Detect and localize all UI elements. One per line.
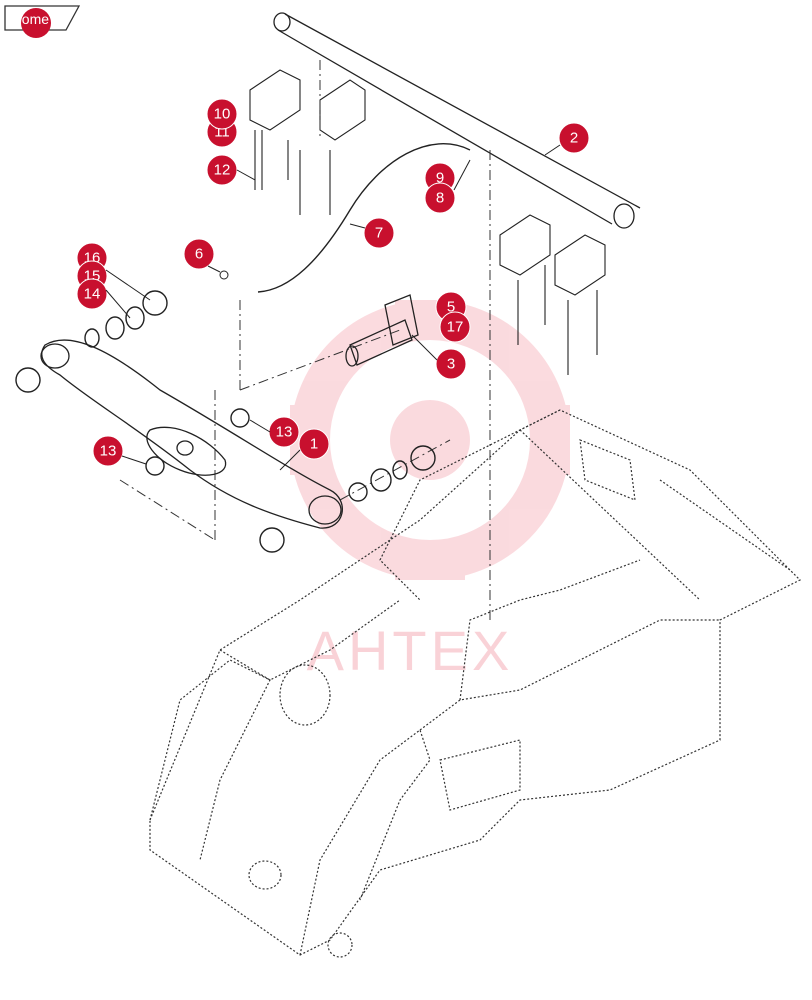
- callout-6[interactable]: 6: [183, 238, 215, 270]
- callout-label: 7: [375, 225, 383, 242]
- assembly-axis-lines: [119, 60, 491, 620]
- grease-nipple: [219, 270, 229, 280]
- callout-label: 13: [276, 424, 293, 441]
- tractor-frame: [149, 409, 802, 958]
- callout-7[interactable]: 7: [363, 217, 395, 249]
- callout-label: 10: [214, 106, 231, 123]
- callout-1[interactable]: 1: [298, 428, 330, 460]
- clamp-blocks: [249, 69, 606, 375]
- callout-label: 8: [436, 190, 444, 207]
- home-button[interactable]: home: [4, 5, 80, 38]
- lift-arm-part: [40, 339, 343, 529]
- callout-3[interactable]: 3: [435, 348, 467, 380]
- callout-label: 13: [100, 443, 117, 460]
- callout-label: 17: [447, 319, 464, 336]
- control-cable: [257, 143, 471, 293]
- callout-label: 6: [195, 246, 203, 263]
- callout-label: 14: [84, 286, 101, 303]
- callout-label: 3: [447, 356, 455, 373]
- home-dot: [21, 8, 51, 38]
- pivot-pin-part: [345, 294, 419, 367]
- callout-14[interactable]: 14: [76, 278, 108, 310]
- callout-13-upper[interactable]: 13: [268, 416, 300, 448]
- callout-label: 9: [436, 170, 444, 187]
- callout-leaders: [105, 144, 561, 471]
- seal-rings: [15, 290, 436, 553]
- watermark-text: AHTEX: [307, 619, 514, 682]
- shaft-part: [273, 12, 641, 229]
- callout-13-lower[interactable]: 13: [92, 435, 124, 467]
- callout-8[interactable]: 8: [424, 182, 456, 214]
- callout-label: 5: [447, 299, 455, 316]
- home-label: home: [14, 11, 50, 27]
- callout-2[interactable]: 2: [558, 122, 590, 154]
- callout-label: 2: [570, 130, 578, 147]
- callout-12[interactable]: 12: [206, 154, 238, 186]
- callout-17[interactable]: 17: [439, 311, 471, 343]
- callout-10[interactable]: 10: [206, 98, 238, 130]
- watermark-logo: [290, 300, 570, 580]
- callout-label: 12: [214, 162, 231, 179]
- callout-label: 1: [310, 436, 318, 453]
